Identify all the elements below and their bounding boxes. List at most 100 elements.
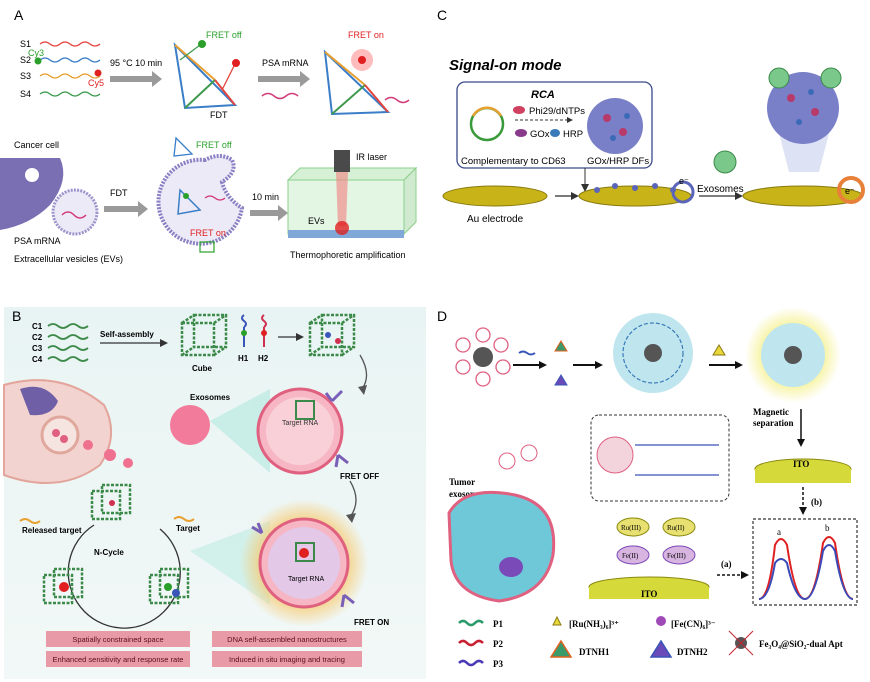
separation-label: separation — [753, 418, 794, 428]
p3-label: P3 — [493, 659, 503, 669]
gox-label: GOx — [530, 129, 550, 140]
psa-mrna-label: PSA mRNA — [14, 236, 61, 246]
strand-c3 — [47, 345, 89, 351]
c-label-1: C1 — [32, 322, 43, 331]
ru2-node — [662, 517, 696, 537]
gox-hrp-dna-flower — [587, 98, 643, 154]
fe2-node — [616, 545, 650, 565]
nuclear-region — [20, 386, 58, 416]
strand-label-s2: S2 — [20, 55, 31, 65]
target-rna-label-top: Target RNA — [282, 420, 319, 427]
mrna-step-label: PSA mRNA — [262, 58, 309, 68]
fe2-label: Fe(II) — [622, 552, 639, 560]
fdt-fret-on — [323, 49, 410, 116]
fe-legend-icon — [656, 616, 666, 626]
p3-icon — [458, 659, 484, 667]
extracellular-vesicle — [51, 188, 99, 236]
panel-d-label: D — [437, 308, 447, 324]
panel-c-label: C — [437, 7, 447, 23]
panel-d: D Magnetic separation ITO (b) Tumor exos… — [435, 305, 870, 682]
fdt-step-label: FDT — [110, 188, 128, 198]
strand-label-s4: S4 — [20, 89, 31, 99]
electron-label: e⁻ — [679, 176, 689, 186]
ru-complex-label: [Ru(NH₃)₆]³⁺ — [569, 619, 619, 629]
strand-label-s3: S3 — [20, 71, 31, 81]
phi29-label: Phi29/dNTPs — [529, 106, 585, 117]
signal-on-title: Signal-on mode — [449, 57, 562, 74]
p2-label: P2 — [493, 639, 503, 649]
dna-cube — [180, 313, 228, 357]
strand-label-s1: S1 — [20, 39, 31, 49]
dfs-label: GOx/HRP DFs — [587, 156, 649, 167]
cube-label: Cube — [192, 364, 213, 373]
dtnh2-icon — [649, 639, 673, 658]
au-electrode — [442, 185, 548, 207]
ir-laser-label: IR laser — [356, 152, 387, 162]
cy3-dye-dot — [34, 57, 42, 65]
ir-laser-icon — [334, 150, 350, 172]
ru-complex-icon — [712, 344, 726, 356]
ito-right-label: ITO — [793, 459, 809, 469]
panel-c: C Signal-on mode RCA Phi29/dNTPs GOx HRP… — [435, 0, 870, 300]
complementary-label: Complementary to CD63 — [461, 156, 566, 167]
magnetic-label: Magnetic — [753, 407, 789, 417]
feature-text-2: DNA self-assembled nanostructures — [227, 635, 347, 644]
cancer-cell — [0, 158, 64, 230]
thermo-label: Thermophoretic amplification — [290, 250, 406, 260]
cy3-label: Cy3 — [28, 48, 44, 58]
fe3o4-core — [473, 347, 493, 367]
c-label-3: C3 — [32, 344, 43, 353]
arrow-mrna — [258, 71, 310, 87]
dtnh1-icon — [549, 639, 573, 658]
exosome-label-d: exosome — [449, 489, 482, 499]
exosome-icon — [713, 150, 737, 174]
nucleus-icon — [25, 168, 39, 182]
panel-b-label: B — [12, 308, 21, 324]
electron-label-2: e⁻ — [845, 186, 855, 196]
fdt-small — [173, 136, 194, 157]
psa-mrna-strand — [261, 92, 299, 100]
fdt-tetrahedron — [173, 40, 240, 110]
feature-box-3 — [46, 651, 190, 667]
fdt-label: FDT — [210, 110, 228, 120]
target-rna-label-bottom: Target RNA — [288, 576, 325, 583]
tumor-label: Tumor — [449, 477, 475, 487]
cube-with-hairpins — [308, 313, 356, 357]
feature-text-1: Spatially constrained space — [72, 635, 163, 644]
p2-icon — [458, 639, 484, 647]
peak-a-label: a — [777, 527, 781, 537]
feature-box-2 — [212, 631, 362, 647]
feature-box-4 — [212, 651, 362, 667]
exosome — [170, 405, 210, 445]
fe-complex-label: [Fe(CN)₆]³⁻ — [671, 619, 716, 629]
ru3-node — [616, 517, 650, 537]
p1-icon — [458, 619, 484, 627]
strand-c1 — [47, 323, 89, 329]
step-a-label: (a) — [721, 559, 732, 569]
ru3-label: Ru(III) — [621, 524, 641, 532]
feature-text-3: Enhanced sensitivity and response rate — [53, 655, 184, 664]
target-label: Target — [176, 524, 200, 533]
panel-a: A S1 S2 S3 S4 Cy3 Cy5 95 °C 10 min FRET … — [0, 0, 430, 300]
fret-on-label: FRET on — [348, 30, 384, 40]
heat-step-label: 95 °C 10 min — [110, 58, 162, 68]
fret-off-label: FRET off — [206, 30, 242, 40]
dtnh1-label: DTNH1 — [579, 647, 610, 657]
cy5-label: Cy5 — [88, 78, 104, 88]
feature-text-4: Induced in situ imaging and tracing — [229, 655, 345, 664]
inset-box — [590, 414, 730, 502]
fret-on-label-b: FRET ON — [354, 618, 389, 627]
exosome-with-dfs — [767, 72, 839, 144]
strand-s1 — [39, 41, 101, 47]
p1-label: P1 — [493, 619, 503, 629]
n-cycle — [42, 483, 190, 629]
au-label: Au electrode — [467, 214, 524, 225]
hrp-label: HRP — [563, 129, 583, 140]
released-target-label: Released target — [22, 526, 82, 535]
arrow-time — [250, 205, 288, 221]
c-label-4: C4 — [32, 355, 43, 364]
arrow-fdt — [104, 201, 148, 217]
dpv-curve-blue — [758, 544, 854, 601]
c-label-2: C2 — [32, 333, 43, 342]
n-cycle-label: N-Cycle — [94, 548, 124, 557]
